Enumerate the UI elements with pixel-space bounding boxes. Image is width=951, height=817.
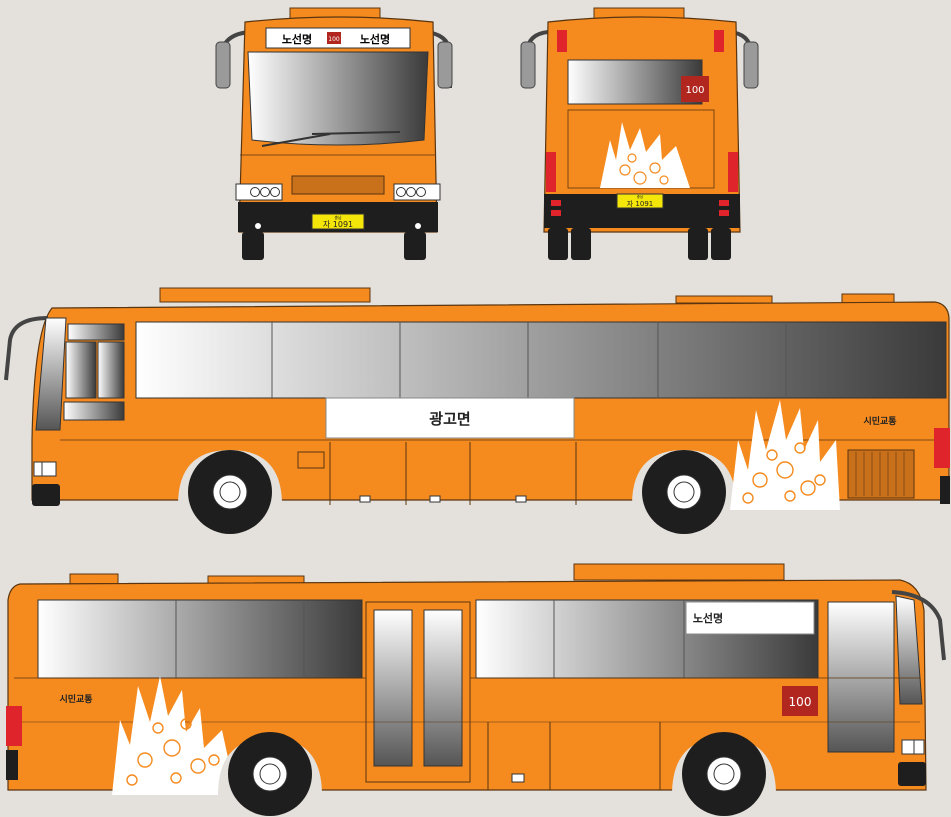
rear-tire-left-outer — [548, 228, 568, 260]
side2-front-bumper — [898, 762, 926, 786]
side2-window-group-rear — [37, 599, 363, 679]
side1-rear-light — [934, 428, 950, 468]
front-plate-region: 충남 — [334, 214, 342, 220]
front-route-label-right: 노선명 — [360, 32, 390, 46]
side1-roof-unit-front — [159, 287, 371, 303]
rear-light-left — [546, 152, 556, 192]
side1-engine-grille — [847, 449, 915, 499]
ad-panel — [325, 397, 575, 439]
side1-mirror-arm — [4, 316, 49, 381]
rear-license-plate — [616, 193, 664, 209]
side1-cab-window-top — [67, 323, 125, 341]
side2-headlight — [901, 739, 925, 755]
front-grille — [291, 175, 385, 195]
mirror-left — [215, 41, 231, 89]
side2-door-glass-right — [423, 609, 463, 767]
side2-roof-unit-front — [573, 563, 785, 581]
rear-tire-right-outer — [711, 228, 731, 260]
rear-flame-decal — [600, 122, 690, 188]
rear-mirror-left — [520, 41, 536, 89]
rear-route-number: 100 — [685, 85, 704, 96]
side2-route-badge — [782, 686, 818, 716]
side1-window-band — [135, 321, 947, 399]
front-route-label-left: 노선명 — [282, 32, 312, 46]
side2-cab-window — [827, 601, 895, 753]
ad-panel-label: 광고면 — [429, 410, 470, 428]
right-side-view: 노선명 100 시민교통 — [6, 563, 946, 816]
rear-plate-number: 자 1091 — [627, 199, 653, 208]
rear-light-right — [728, 152, 738, 192]
side1-headlight — [33, 461, 57, 477]
front-plate-number: 자 1091 — [323, 220, 353, 229]
rear-tire-right-inner — [688, 228, 708, 260]
front-tire-left — [242, 232, 264, 260]
wiper-right — [311, 131, 401, 135]
rear-view: 100 충남 자 1091 — [520, 7, 759, 260]
side1-fuel-door — [297, 451, 325, 469]
side2-door-glass-left — [373, 609, 413, 767]
left-side-view: 광고면 시민교통 — [4, 287, 950, 534]
front-tire-right — [404, 232, 426, 260]
side2-destination-sign — [685, 601, 815, 635]
front-windshield — [247, 51, 429, 146]
side2-route-label: 노선명 — [693, 611, 723, 625]
side2-windshield-edge — [895, 595, 923, 705]
side1-front-bumper — [32, 484, 60, 506]
side2-rear-light — [6, 706, 22, 746]
side1-cab-window-b — [97, 341, 125, 399]
rear-plate-region: 충남 — [637, 194, 644, 199]
side2-company-name: 시민교통 — [59, 693, 92, 705]
front-view: 노선명 100 노선명 충남 자 1091 — [215, 7, 453, 260]
side2-route-number: 100 — [789, 695, 812, 709]
rear-marker-left — [557, 30, 567, 52]
rear-mirror-right — [743, 41, 759, 89]
front-route-number: 100 — [328, 36, 340, 43]
mirror-right — [437, 41, 453, 89]
rear-route-badge — [681, 76, 709, 102]
side1-company-name: 시민교통 — [863, 415, 896, 427]
front-license-plate — [311, 213, 365, 230]
side2-mirror-arm — [891, 590, 946, 661]
rear-marker-right — [714, 30, 724, 52]
side1-cab-window-low — [63, 401, 125, 421]
rear-tire-left-inner — [571, 228, 591, 260]
front-route-badge — [327, 32, 341, 44]
wiper-left — [261, 133, 331, 147]
side1-cab-window-a — [65, 341, 97, 399]
